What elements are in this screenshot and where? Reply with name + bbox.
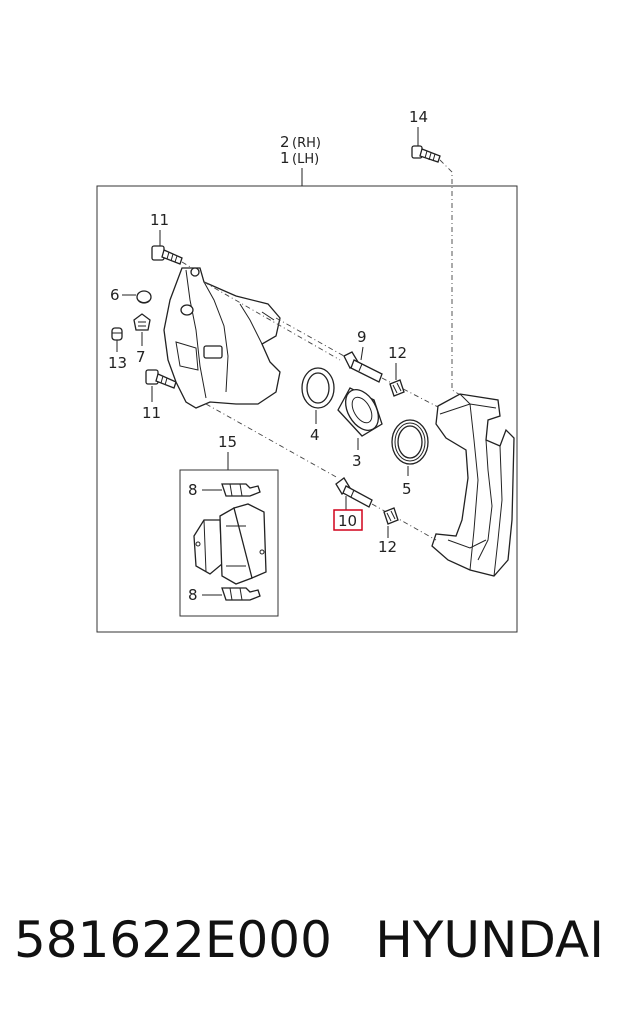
callout-3: 3 <box>352 452 362 470</box>
assembly-frame <box>96 185 518 633</box>
callout-12-bottom: 12 <box>378 538 397 556</box>
callout-1: 1 <box>280 149 290 167</box>
dash-line-14 <box>439 159 463 397</box>
callout-8-top: 8 <box>188 481 198 499</box>
brake-pads <box>193 503 267 585</box>
callout-11-top: 11 <box>150 211 169 229</box>
caliper-carrier-bracket <box>431 393 515 577</box>
callout-11-bottom: 11 <box>142 404 161 422</box>
callout-15: 15 <box>218 433 237 451</box>
guide-pin-9 <box>343 351 383 383</box>
anti-rattle-clip-top <box>221 483 261 497</box>
dash-line-10 <box>371 503 437 541</box>
dash-line-11-top <box>181 261 193 269</box>
callout-7: 7 <box>136 348 146 366</box>
anti-rattle-clip-bottom <box>221 587 261 601</box>
dash-line-caliper-lower <box>205 403 339 479</box>
callout-6: 6 <box>110 286 120 304</box>
callout-9-leader <box>360 346 364 361</box>
brand-name: HYUNDAI <box>375 911 604 969</box>
bleeder-screw-7 <box>133 313 151 331</box>
piston-seal-4 <box>301 367 335 409</box>
caliper-body <box>163 267 281 409</box>
brake-caliper-exploded-diagram: 2 (RH) 1 (LH) 14 11 6 7 1 <box>96 108 518 633</box>
boot-12-bottom <box>383 507 399 525</box>
dash-line-9 <box>381 377 441 409</box>
callout-2-side: (RH) <box>292 136 321 151</box>
callout-14: 14 <box>409 108 428 126</box>
dash-line-caliper-upper <box>203 281 341 361</box>
callout-9: 9 <box>357 328 367 346</box>
callout-5: 5 <box>402 480 412 498</box>
guide-pin-10 <box>335 477 373 508</box>
footer: 581622E000 HYUNDAI <box>0 905 620 975</box>
bolt-11-top <box>151 245 183 265</box>
callout-10-highlight-box <box>333 509 363 531</box>
callout-10: 10 <box>338 512 357 530</box>
callout-12-top: 12 <box>388 344 407 362</box>
part-number: 581622E000 <box>14 911 332 969</box>
dust-cap-13 <box>111 327 123 341</box>
callout-13: 13 <box>108 354 127 372</box>
pad-kit-frame <box>179 469 279 617</box>
cap-6 <box>136 290 152 304</box>
callout-8-bottom: 8 <box>188 586 198 604</box>
callout-2: 2 <box>280 133 290 151</box>
callout-4: 4 <box>310 426 320 444</box>
callout-1-side: (LH) <box>292 152 319 167</box>
bolt-14 <box>411 145 441 163</box>
boot-12-top <box>389 379 405 397</box>
bolt-11-bottom <box>145 369 177 389</box>
dash-line-caliper-mid <box>275 317 345 357</box>
dust-boot-5 <box>391 419 429 465</box>
piston-3 <box>337 387 383 437</box>
